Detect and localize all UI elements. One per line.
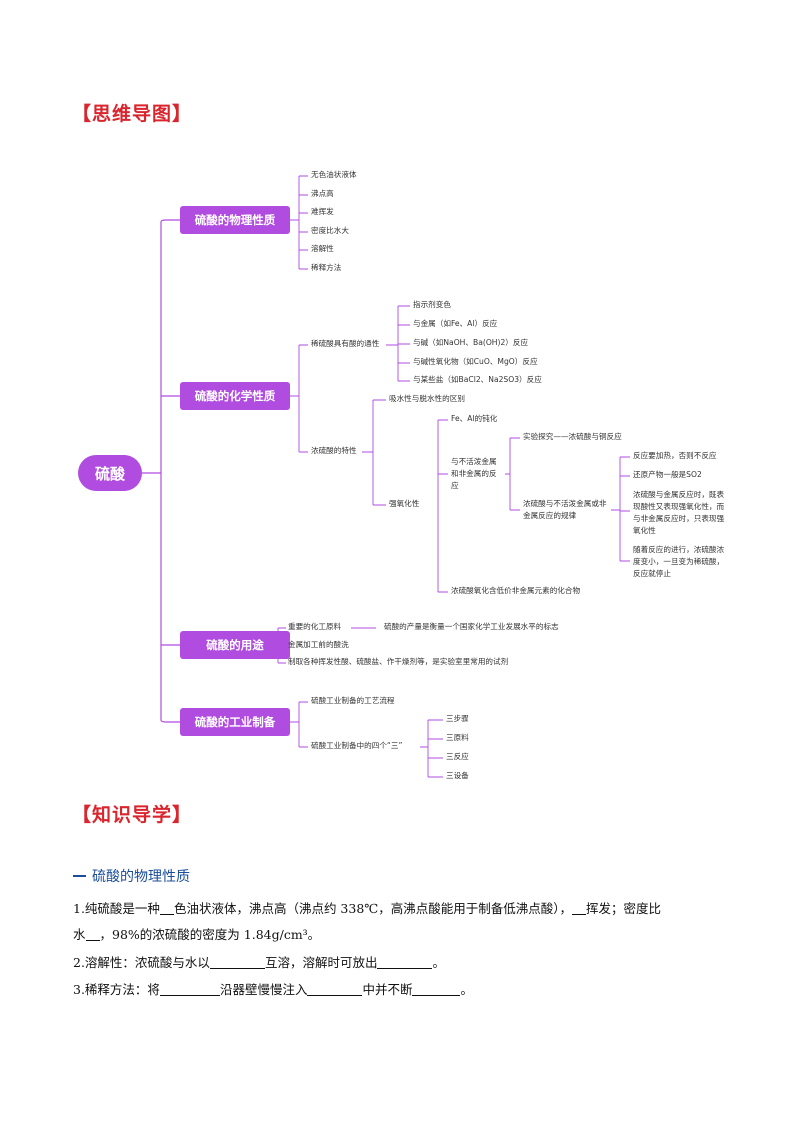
use-indicator-note: 硫酸的产量是衡量一个国家化学工业发展水平的标志 xyxy=(384,622,559,631)
text-segment: 。 xyxy=(460,982,473,997)
copper-experiment-item: 实验探究——浓硫酸与铜反应 xyxy=(523,432,622,441)
fill-blank[interactable] xyxy=(159,902,174,915)
phys-item: 难挥发 xyxy=(311,207,334,216)
fill-blank[interactable] xyxy=(377,956,433,969)
inactive-metal-node: 与不活泼金属和非金属的反应 xyxy=(451,457,497,490)
dilute-acid-node: 稀硫酸具有酸的通性 xyxy=(311,339,380,348)
conc-acid-node: 浓硫酸的特性 xyxy=(311,446,357,455)
use-item: 金属加工前的酸洗 xyxy=(288,640,349,649)
rule-item: 随着反应的进行，浓硫酸浓度变小，一旦变为稀硫酸，反应就停止 xyxy=(633,545,725,578)
text-segment: 水 xyxy=(73,927,86,942)
rule-item: 反应要加热，否则不反应 xyxy=(633,451,717,460)
phys-item: 沸点高 xyxy=(311,189,334,198)
dilute-item: 与某些盐（如BaCl2、Na2SO3）反应 xyxy=(413,375,542,384)
phys-item: 密度比水大 xyxy=(311,226,349,235)
text-segment: 色油状液体，沸点高（沸点约 338℃，高沸点酸能用于制备低沸点酸）， xyxy=(173,901,573,916)
text-segment: 1.纯硫酸是一种 xyxy=(73,901,160,916)
phys-item: 溶解性 xyxy=(311,244,334,253)
text-segment: 互溶，溶解时可放出 xyxy=(264,955,378,970)
rule-item: 浓硫酸与金属反应时，既表现酸性又表现强氧化性，而与非金属反应时，只表现强氧化性 xyxy=(633,490,725,535)
passivation-item: Fe、Al的钝化 xyxy=(451,414,498,423)
dehydration-item: 吸水性与脱水性的区别 xyxy=(389,394,465,403)
mindmap-section-title: 【思维导图】 xyxy=(72,103,193,125)
text-segment: ，98%的浓硫酸的密度为 1.84g/cm³。 xyxy=(99,927,321,942)
industry-flow-item: 硫酸工业制备的工艺流程 xyxy=(311,696,395,705)
text-line-2: 水 ，98%的浓硫酸的密度为 1.84g/cm³。 xyxy=(73,924,320,943)
text-segment: 3.稀释方法：将 xyxy=(73,982,160,997)
text-segment: 中并不断 xyxy=(362,982,413,997)
industry-three-node: 硫酸工业制备中的四个“三” xyxy=(311,741,403,750)
knowledge-section-title: 【知识导学】 xyxy=(72,804,193,826)
node-physical-properties: 硫酸的物理性质 xyxy=(180,206,290,234)
fill-blank[interactable] xyxy=(209,956,265,969)
use-item: 制取各种挥发性酸、硫酸盐、作干燥剂等，是实验室里常用的试剂 xyxy=(288,657,509,666)
fill-blank[interactable] xyxy=(412,983,461,996)
phys-item: 无色油状液体 xyxy=(311,170,357,179)
text-segment: 挥发；密度比 xyxy=(586,901,662,916)
text-line-4: 3.稀释方法：将 沿器壁慢慢注入 中并不断 。 xyxy=(73,979,473,998)
three-item: 三步骤 xyxy=(446,714,469,723)
fill-blank[interactable] xyxy=(159,983,220,996)
reaction-rule-node: 浓硫酸与不活泼金属或非金属反应的规律 xyxy=(523,499,607,520)
text-segment: 。 xyxy=(432,955,445,970)
fill-blank[interactable] xyxy=(572,902,587,915)
physical-properties-heading: 硫酸的物理性质 xyxy=(73,866,190,886)
heading-dash-icon xyxy=(73,875,86,877)
low-valence-item: 浓硫酸氧化含低价非金属元素的化合物 xyxy=(451,586,581,595)
dilute-item: 与金属（如Fe、Al）反应 xyxy=(413,319,498,328)
three-item: 三反应 xyxy=(446,752,469,761)
use-item: 重要的化工原料 xyxy=(288,622,342,631)
text-line-3: 2.溶解性：浓硫酸与水以 互溶，溶解时可放出 。 xyxy=(73,952,445,971)
phys-item: 稀释方法 xyxy=(311,263,342,272)
dilute-item: 与碱（如NaOH、Ba(OH)2）反应 xyxy=(413,338,529,347)
text-segment: 2.溶解性：浓硫酸与水以 xyxy=(73,955,210,970)
fill-blank[interactable] xyxy=(85,928,100,941)
mindmap-root-node: 硫酸 xyxy=(78,455,142,491)
fill-blank[interactable] xyxy=(307,983,363,996)
dilute-item: 指示剂变色 xyxy=(413,300,451,309)
oxidation-node: 强氧化性 xyxy=(389,499,420,508)
text-segment: 沿器壁慢慢注入 xyxy=(219,982,308,997)
node-chemical-properties: 硫酸的化学性质 xyxy=(180,382,290,410)
three-item: 三原料 xyxy=(446,733,469,742)
dilute-item: 与碱性氧化物（如CuO、MgO）反应 xyxy=(413,357,538,366)
rule-item: 还原产物一般是SO2 xyxy=(633,470,702,479)
node-uses: 硫酸的用途 xyxy=(180,631,290,659)
heading-text: 硫酸的物理性质 xyxy=(92,869,190,885)
node-industrial-preparation: 硫酸的工业制备 xyxy=(180,708,290,736)
three-item: 三设备 xyxy=(446,771,469,780)
text-line-1: 1.纯硫酸是一种色油状液体，沸点高（沸点约 338℃，高沸点酸能用于制备低沸点酸… xyxy=(73,898,661,917)
